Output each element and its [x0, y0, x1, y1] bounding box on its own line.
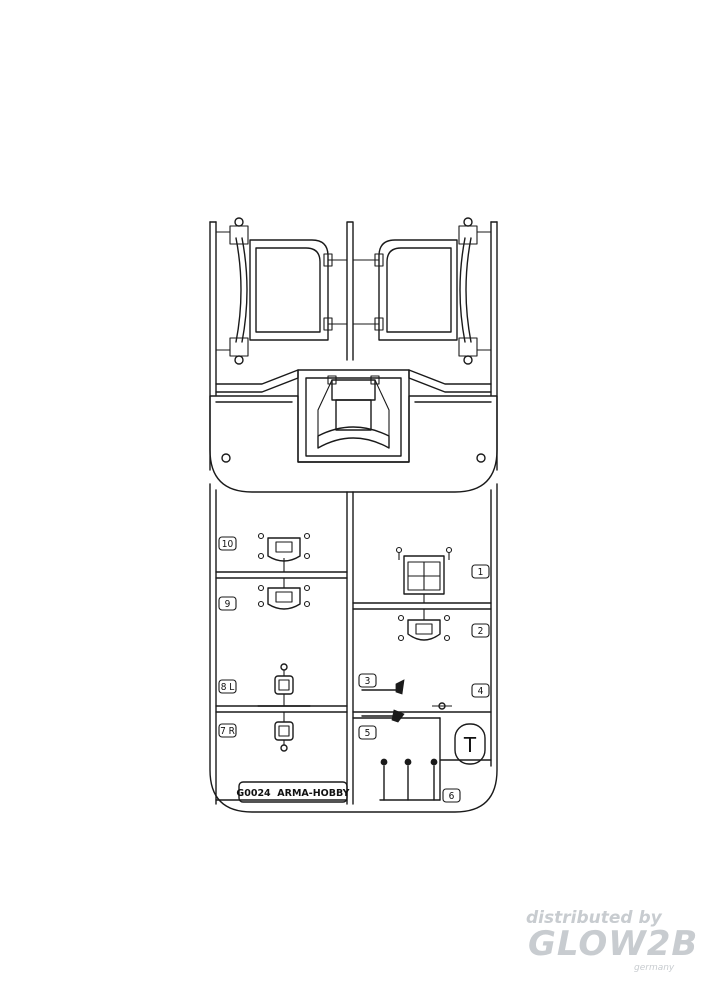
tab-letter-t: T — [463, 733, 477, 757]
part-4-knob — [432, 702, 452, 710]
cockpit-centre-part — [297, 369, 410, 463]
part-7R-bracket — [274, 712, 294, 752]
part-number-5: 5 — [365, 728, 371, 739]
watermark-line1: distributed by — [526, 908, 662, 928]
part-3-lever — [361, 679, 405, 695]
part-number-7r: 7 R — [220, 726, 235, 737]
seat-left — [216, 217, 347, 365]
part-number-3: 3 — [365, 676, 371, 687]
part-6-rods — [380, 758, 438, 801]
part-number-6: 6 — [449, 791, 455, 802]
distributor-watermark: distributed by GLOW2B germany — [520, 908, 700, 978]
lower-sprue-frame — [209, 483, 498, 813]
part-number-2: 2 — [478, 626, 484, 637]
part-5-lever — [361, 709, 405, 723]
part-number-10: 10 — [222, 539, 234, 550]
part-number-8l: 8 L — [221, 682, 235, 693]
upper-sprue-frame — [209, 221, 498, 493]
seat-right — [353, 217, 491, 365]
part-number-4: 4 — [478, 686, 484, 697]
part-labels: 10 9 8 L 7 R 1 2 3 4 5 6 — [218, 536, 490, 803]
sprue-code-label: G0024 ARMA-HOBBY — [236, 788, 349, 799]
watermark-line3: germany — [634, 963, 675, 973]
part-1-instrument-box — [395, 546, 453, 603]
part-number-9: 9 — [225, 599, 231, 610]
sprue-code-tab: G0024 ARMA-HOBBY — [236, 781, 350, 803]
watermark-logo-text: GLOW2B — [528, 924, 699, 964]
part-number-1: 1 — [478, 567, 484, 578]
part-9-headrest — [257, 578, 311, 610]
part-2-headrest — [397, 609, 451, 642]
part-8L-bracket — [257, 663, 311, 707]
part-10-headrest — [257, 532, 311, 572]
